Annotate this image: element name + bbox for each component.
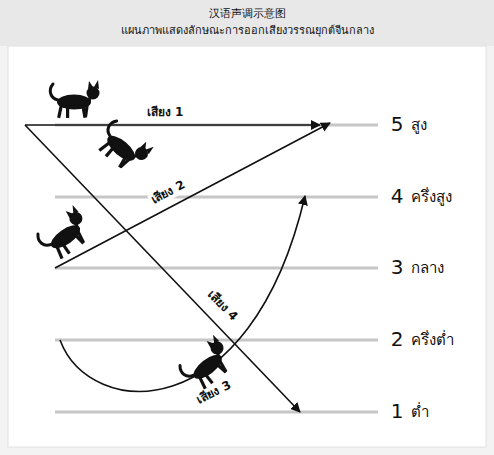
pitch-name: สูง bbox=[411, 117, 427, 134]
pitch-number: 2 bbox=[391, 328, 404, 351]
pitch-number: 1 bbox=[391, 400, 404, 423]
pitch-name: กลาง bbox=[411, 260, 444, 277]
pitch-number: 5 bbox=[391, 113, 404, 136]
cat-ascending bbox=[33, 204, 95, 263]
cat-walking bbox=[50, 80, 99, 118]
subtitle: แผนภาพแสดงลักษณะการออกเสียงวรรณยุกต์จีนก… bbox=[121, 25, 374, 38]
title: 汉语声调示意图 bbox=[209, 8, 286, 21]
pitch-name: ครึ่งสูง bbox=[411, 189, 452, 206]
pitch-lines bbox=[55, 125, 378, 412]
pitch-number: 3 bbox=[391, 256, 404, 279]
pitch-name: ต่ำ bbox=[411, 404, 429, 421]
tone-arrows bbox=[25, 123, 330, 412]
pitch-name: ครึ่งต่ำ bbox=[411, 332, 454, 349]
cat-descending bbox=[93, 116, 155, 177]
tone-label: เสียง 1 bbox=[147, 106, 184, 120]
pitch-number: 4 bbox=[391, 185, 404, 208]
panel bbox=[8, 46, 486, 447]
